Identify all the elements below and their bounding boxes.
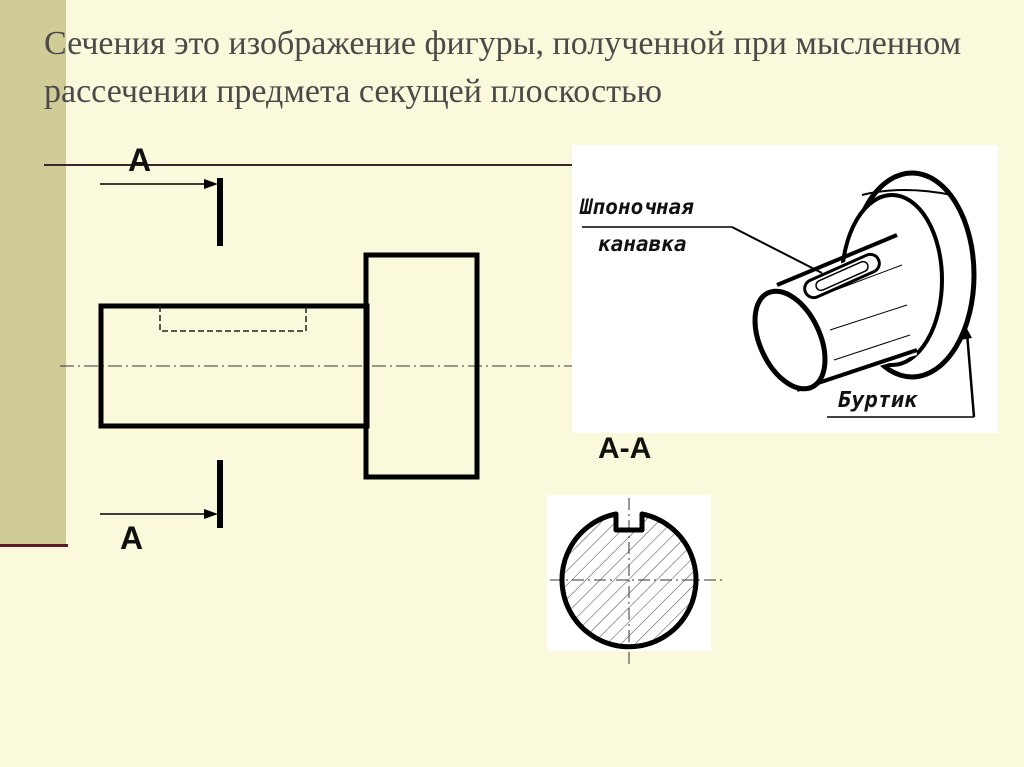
keyway-label-line2: канавка <box>598 232 687 256</box>
cut-label-top: А <box>128 142 152 178</box>
slide-title: Сечения это изображение фигуры, полученн… <box>44 25 962 110</box>
collar-label: Буртик <box>838 388 918 413</box>
shaft-illustration <box>582 170 977 418</box>
section-outline <box>559 511 699 650</box>
cut-label-bottom: А <box>120 520 144 556</box>
view-arrow-top-head <box>204 179 218 189</box>
keyway-hidden-outline <box>159 306 307 332</box>
keyway-label-line1: Шпоночная <box>580 195 694 219</box>
sidebar-accent <box>0 0 66 546</box>
shaft-drawing <box>60 178 575 528</box>
keyway-leader <box>731 226 823 274</box>
section-drawing <box>550 498 726 666</box>
sidebar-accent-line <box>0 544 68 547</box>
title-underline <box>44 164 572 166</box>
keyway-slot <box>803 252 881 300</box>
section-label: А-А <box>598 432 652 465</box>
shaft-collar <box>363 252 480 480</box>
collar-leader <box>965 332 976 418</box>
view-arrow-bottom-head <box>204 509 218 519</box>
shaft-end-face <box>752 288 828 392</box>
